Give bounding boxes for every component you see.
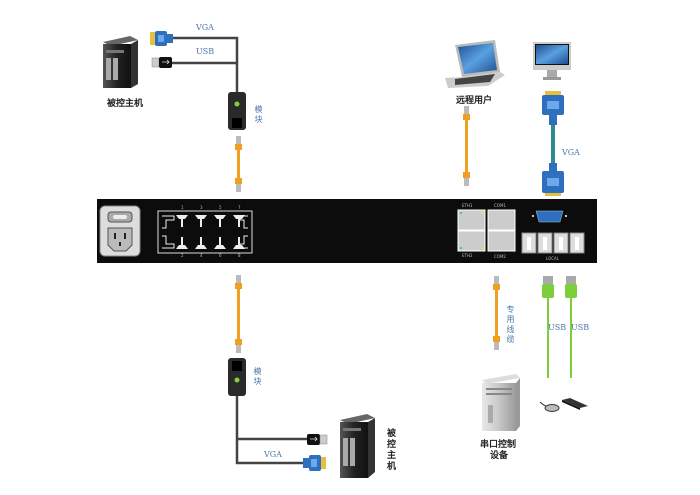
port-edge-right-bottom (239, 235, 248, 249)
rj45-port-bottom-1 (176, 237, 188, 249)
bottom-module-icon (228, 358, 246, 396)
port-number-top: 7 (238, 205, 241, 210)
top-module-icon (228, 92, 246, 130)
rj45-port-top-3 (214, 215, 226, 227)
bottom-vga-label: VGA (264, 450, 282, 459)
serial-cable-label: 专用线缆 (506, 305, 515, 345)
rj45-port-bottom-4 (233, 237, 245, 249)
eth-com-ports (457, 209, 516, 252)
bottom-usb-connector-icon (307, 434, 328, 445)
bottom-module-label: 模块 (253, 367, 262, 387)
rj45-port-top-2 (195, 215, 207, 227)
bottom-left-cables (235, 396, 308, 465)
com1-label: COM1 (494, 203, 506, 208)
usb-label-1: USB (548, 323, 567, 332)
serial-device-label-line1: 串口控制 (480, 440, 517, 450)
top-vga-connector-icon (150, 31, 173, 46)
remote-user-label: 远程用户 (456, 96, 493, 106)
mouse-icon (539, 401, 560, 412)
remote-network-cable (463, 106, 470, 186)
rj45-port-bottom-2 (195, 237, 207, 249)
local-usb-ports (521, 232, 585, 254)
monitor-vga-cable (542, 91, 564, 196)
eth1-label: ETH1 (462, 203, 473, 208)
usb-label-2: USB (571, 323, 590, 332)
com2-label: COM2 (494, 254, 506, 259)
port-edge-left-top (162, 215, 175, 229)
rj45-port-bottom-3 (214, 237, 226, 249)
port-number-top: 3 (200, 205, 203, 210)
laptop-icon (445, 40, 505, 88)
port-number-bottom: 4 (200, 253, 203, 258)
rj45-port-top-1 (176, 215, 188, 227)
serial-cable (493, 276, 500, 350)
top-host-label: 被控主机 (107, 99, 144, 109)
monitor-vga-label: VGA (562, 148, 580, 157)
top-left-network-cable (235, 136, 242, 192)
rj45-port-top-4 (233, 215, 245, 227)
port-block-outline (157, 210, 253, 254)
port-number-top: 5 (219, 205, 222, 210)
bottom-left-network-cable (235, 275, 242, 353)
monitor-icon (533, 42, 571, 80)
top-left-cables (172, 36, 239, 92)
top-host-tower-icon (103, 36, 138, 88)
port-number-bottom: 8 (238, 253, 241, 258)
port-edge-right-top (239, 215, 248, 229)
top-usb-label: USB (196, 47, 215, 56)
top-vga-label: VGA (196, 23, 214, 32)
local-vga-port-icon (532, 210, 567, 223)
local-usb-cables (542, 276, 577, 378)
port-edge-left-bottom (162, 235, 175, 249)
eth2-label: ETH2 (462, 253, 473, 258)
port-number-bottom: 6 (219, 253, 222, 258)
local-label: LOCAL (546, 256, 559, 261)
port-number-bottom: 2 (181, 253, 184, 258)
top-usb-connector-icon (151, 57, 172, 68)
serial-device-label-line2: 设备 (490, 451, 509, 461)
serial-device-icon (482, 374, 520, 431)
keyboard-icon (562, 398, 588, 410)
bottom-host-tower-icon (340, 414, 375, 478)
port-number-top: 1 (181, 205, 184, 210)
bottom-host-label: 被控主机 (385, 428, 395, 472)
top-module-label: 模块 (254, 105, 263, 125)
bottom-vga-connector-icon (303, 455, 326, 471)
kvm-port-group (157, 210, 253, 254)
